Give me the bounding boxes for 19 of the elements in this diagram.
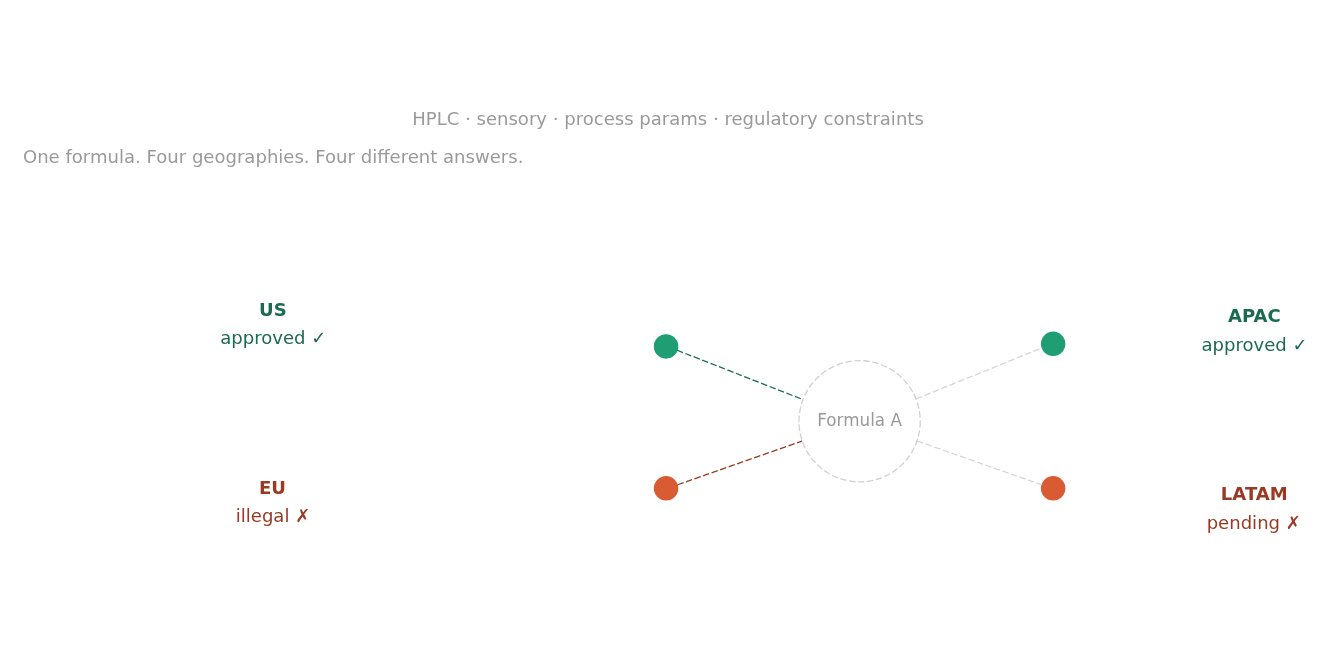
connector [676,349,804,400]
node-circle [653,333,679,359]
node-label: US [259,298,287,320]
node-label: illegal ✗ [235,504,311,526]
node-circle [1040,475,1066,501]
node-circle: Formula A [798,359,921,483]
node-circle [653,475,679,501]
connector [677,439,803,485]
diagram-title: HPLC · sensory · process params · regulatory constraints [412,107,924,129]
node-label: approved ✓ [220,326,327,348]
node-circle [1040,331,1066,356]
caption: One formula. Four geographies. Four different answers. [22,145,524,167]
node-label: LATAM [1220,482,1288,504]
node-label: pending ✗ [1206,511,1301,533]
connector [916,439,1043,486]
connector [915,346,1043,400]
node-label: EU [259,476,286,498]
node-label: approved ✓ [1201,333,1308,355]
node-label: APAC [1227,304,1281,326]
